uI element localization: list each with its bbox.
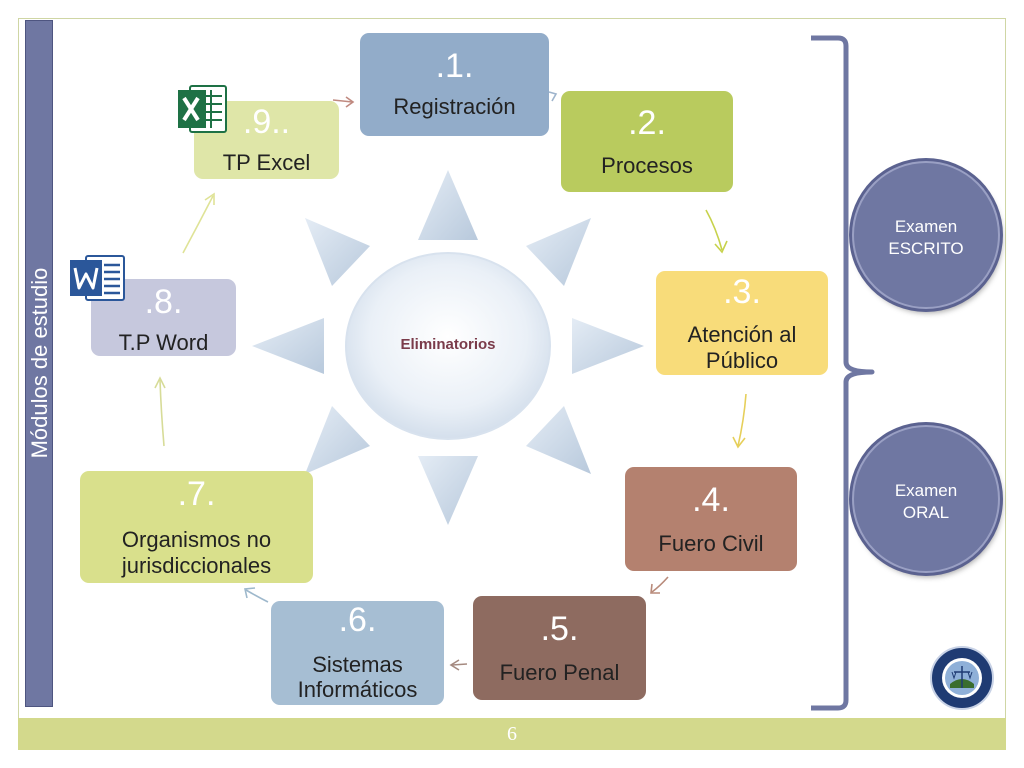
arrow-8-to-9	[182, 195, 214, 254]
module-number: .1.	[435, 47, 474, 85]
sun-ray-e	[572, 318, 644, 374]
exam-oral-line2: ORAL	[902, 503, 950, 522]
module-label-line1: Sistemas	[312, 652, 403, 677]
module-box-6: .6. Sistemas Informáticos	[271, 601, 444, 705]
word-icon	[70, 255, 125, 301]
module-number: .6.	[338, 601, 377, 639]
flow-arrows	[154, 91, 747, 671]
module-label-line2: Público	[705, 348, 779, 373]
sun-ray-s	[418, 456, 478, 525]
module-number: .9..	[242, 103, 291, 141]
sun-ray-nw	[305, 218, 370, 286]
module-number: .2.	[628, 104, 666, 142]
module-label: Fuero Penal	[499, 660, 620, 685]
arrow-3-to-4	[737, 393, 747, 447]
module-label: Procesos	[601, 153, 693, 178]
module-label-line2: Informáticos	[297, 677, 418, 702]
module-label-line1: Organismos no	[121, 527, 272, 552]
exam-written-line2: ESCRITO	[888, 239, 964, 258]
module-box-4: .4. Fuero Civil	[625, 467, 797, 571]
module-label: T.P Word	[118, 330, 209, 355]
sun-ray-sw	[305, 406, 370, 474]
module-number: .7.	[177, 475, 216, 513]
arrow-5-to-6	[451, 663, 468, 666]
module-box-1: .1. Registración	[360, 33, 549, 136]
module-label: Registración	[393, 94, 516, 119]
module-label: Fuero Civil	[658, 531, 764, 556]
module-number: .3.	[723, 273, 761, 311]
sun-center	[345, 252, 551, 440]
sun-ray-se	[526, 406, 591, 474]
module-number: .8.	[144, 283, 183, 321]
sun-rays	[252, 170, 644, 525]
arrow-4-to-5	[651, 576, 669, 593]
sun-ray-w	[252, 318, 324, 374]
module-box-2: .2. Procesos	[561, 91, 733, 192]
arrow-1-to-2	[548, 91, 558, 102]
module-label: TP Excel	[222, 150, 311, 175]
exam-written-line1: Examen	[894, 217, 958, 236]
module-box-5: .5. Fuero Penal	[473, 596, 646, 700]
module-label-line1: Atención al	[687, 322, 797, 347]
module-box-7: .7. Organismos no jurisdiccionales	[80, 471, 313, 583]
footer-bar	[18, 718, 1006, 750]
sun-ray-n	[418, 170, 478, 240]
arrow-6-to-7	[245, 589, 269, 603]
sun-ray-ne	[526, 218, 591, 286]
exam-oral-circle: Examen ORAL	[852, 425, 1000, 573]
module-label-line2: jurisdiccionales	[121, 553, 272, 578]
exam-oral-line1: Examen	[894, 481, 958, 500]
module-number: .4.	[692, 481, 730, 519]
exam-written-circle: Examen ESCRITO	[852, 161, 1000, 309]
excel-icon	[178, 85, 227, 133]
module-number: .5.	[540, 610, 579, 648]
arrow-7-to-8	[159, 379, 165, 447]
sidebar-band	[25, 20, 53, 707]
center-label: Eliminatorios	[400, 336, 496, 353]
arrow-2-to-3	[705, 209, 723, 251]
poder-judicial-seal-logo	[930, 646, 994, 710]
module-box-3: .3. Atención al Público	[656, 271, 828, 375]
arrow-9-to-1	[332, 99, 353, 103]
grouping-bracket	[811, 35, 875, 711]
page-number: 6	[507, 723, 517, 745]
module-box-9: .9.. TP Excel	[194, 101, 339, 179]
